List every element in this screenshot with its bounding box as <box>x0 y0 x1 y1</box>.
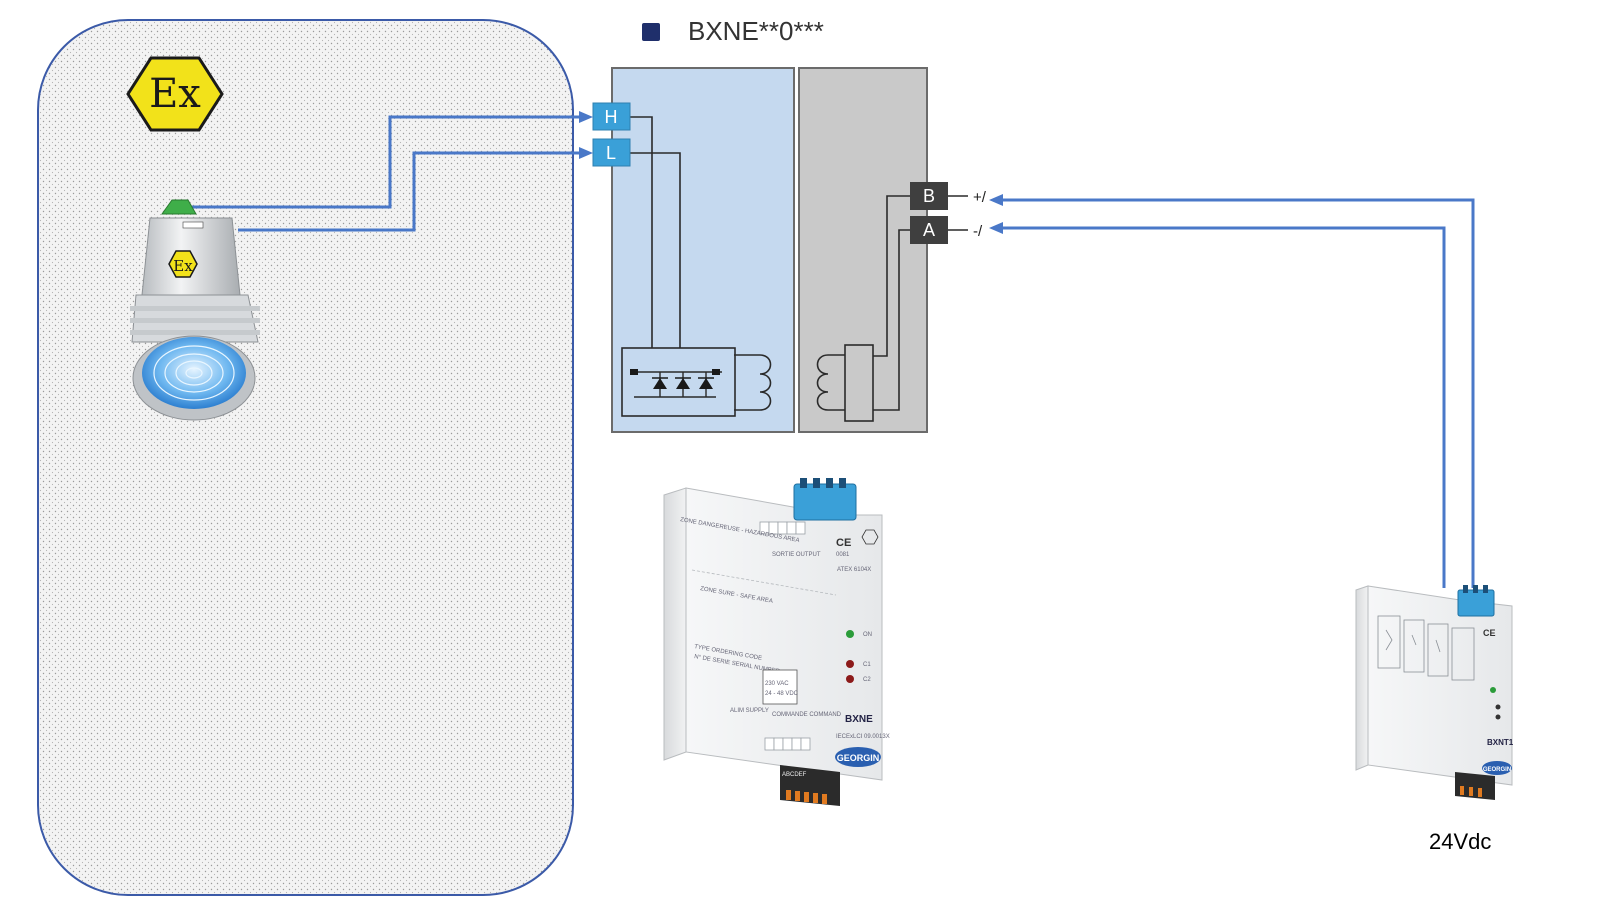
ex-hexagon-icon: Ex <box>126 56 224 132</box>
polarity-minus-label: -/ <box>973 223 983 240</box>
terminal-a-label: A <box>923 220 935 240</box>
bxne-led-c1 <box>846 660 854 668</box>
bxne-brand: GEORGIN <box>837 753 880 763</box>
terminal-a: A <box>910 216 948 244</box>
bxne-supply-label: ALIM SUPPLY <box>730 708 769 714</box>
supply-voltage-label: 24Vdc <box>1429 829 1491 854</box>
bxne-ce-code: 0081 <box>836 552 850 558</box>
hazardous-area-zone <box>37 19 574 896</box>
transformer-primary-coil <box>759 354 772 411</box>
bxne-module: SORTIE OUTPUT ZONE DANGEREUSE - HAZARDOU… <box>663 478 890 806</box>
output-circuit <box>828 195 910 422</box>
bxnt-georgin-logo-icon <box>1482 761 1512 775</box>
terminal-l: L <box>592 138 631 167</box>
polarity-leads <box>948 195 968 231</box>
bxne-top-connector <box>793 483 857 521</box>
wire-arrow-h <box>579 111 593 123</box>
bxnt-led <box>1490 687 1496 693</box>
terminal-b-label: B <box>923 186 935 206</box>
legend-square <box>642 23 660 41</box>
bxne-bottom-terminals: ABCDEF <box>782 772 807 778</box>
terminal-b: B <box>910 182 948 210</box>
input-circuit <box>621 116 760 417</box>
terminal-h: H <box>592 102 631 131</box>
pressure-sensor-icon: Ex <box>130 199 260 421</box>
ce-mark-icon: CE <box>836 537 851 549</box>
bxnt-module: CE BXNT1 GEORGIN <box>1355 585 1514 800</box>
bxne-model-label: BXNE <box>845 714 873 725</box>
wire-arrow-l <box>579 147 593 159</box>
bxne-ex-small-icon <box>861 529 879 545</box>
bxne-output-label: SORTIE OUTPUT <box>772 552 821 558</box>
terminal-l-label: L <box>606 143 616 163</box>
bxnt-ce-mark-icon: CE <box>1483 628 1496 638</box>
bxne-led-on-label: ON <box>863 632 872 638</box>
bxnt-model-label: BXNT1 <box>1487 738 1514 747</box>
wire-arrow-a <box>989 222 1003 234</box>
bxne-led-on <box>846 630 854 638</box>
bxne-voltage-2: 24 - 48 VDC <box>765 691 799 697</box>
bxne-command-label: COMMANDE COMMAND <box>772 712 842 718</box>
wire-arrow-b <box>989 194 1003 206</box>
bxne-cert: IECExLCI 09.0013X <box>836 734 890 740</box>
diagram-title: BXNE**0*** <box>688 16 824 46</box>
zener-diodes <box>630 369 720 397</box>
detector-ex-badge: Ex <box>173 257 193 275</box>
safe-side-panel <box>798 67 928 433</box>
polarity-plus-label: +/ <box>973 189 987 206</box>
bxne-led-c1-label: C1 <box>863 662 871 668</box>
bxne-atex: ATEX 6104X <box>837 567 871 573</box>
georgin-logo-icon <box>835 747 881 767</box>
transformer-secondary-coil <box>816 354 829 411</box>
bxne-led-c2-label: C2 <box>863 677 871 683</box>
bxne-voltage-1: 230 VAC <box>765 681 789 687</box>
ex-symbol-label: Ex <box>149 71 201 117</box>
terminal-h-label: H <box>605 107 618 127</box>
supply-wires <box>1002 198 1475 588</box>
detector-wires <box>190 115 580 232</box>
bxnt-brand: GEORGIN <box>1483 767 1511 773</box>
bxnt-top-connector <box>1457 589 1495 617</box>
bxne-led-c2 <box>846 675 854 683</box>
